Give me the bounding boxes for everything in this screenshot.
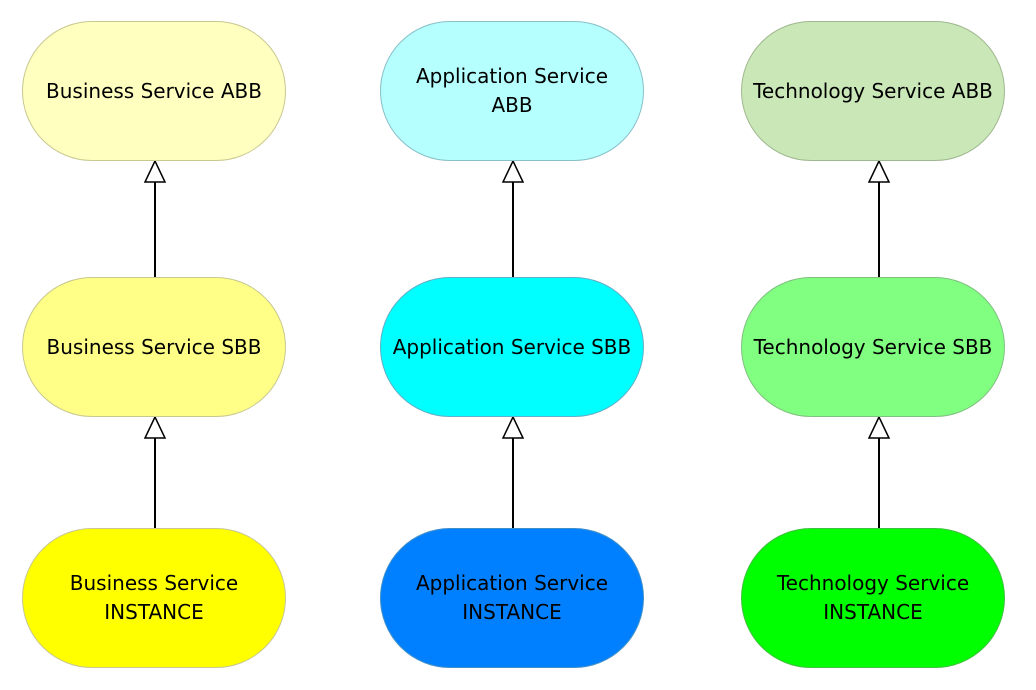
technology-service-abb-node[interactable]: Technology Service ABB bbox=[741, 21, 1005, 161]
node-label: Application Service ABB bbox=[415, 64, 609, 117]
node-label: Business Service SBB bbox=[46, 334, 262, 359]
business-service-abb-node[interactable]: Business Service ABB bbox=[22, 21, 286, 161]
realization-arrowhead bbox=[143, 415, 167, 439]
node-label: Technology Service ABB bbox=[753, 78, 993, 103]
realization-arrowhead bbox=[867, 159, 891, 183]
connector-application-instance-to-sbb[interactable] bbox=[501, 415, 525, 528]
node-label: Application Service SBB bbox=[392, 334, 632, 359]
node-label: Technology Service SBB bbox=[753, 334, 993, 359]
connector-business-instance-to-sbb[interactable] bbox=[143, 415, 167, 528]
connector-business-sbb-to-abb[interactable] bbox=[143, 159, 167, 277]
realization-arrowhead bbox=[501, 415, 525, 439]
node-label: Technology Service INSTANCE bbox=[776, 571, 970, 624]
business-service-sbb-node[interactable]: Business Service SBB bbox=[22, 277, 286, 417]
connector-technology-instance-to-sbb[interactable] bbox=[867, 415, 891, 528]
realization-arrowhead bbox=[501, 159, 525, 183]
connector-application-sbb-to-abb[interactable] bbox=[501, 159, 525, 277]
connector-technology-sbb-to-abb[interactable] bbox=[867, 159, 891, 277]
realization-arrowhead bbox=[867, 415, 891, 439]
business-service-instance-node[interactable]: Business Service INSTANCE bbox=[22, 528, 286, 668]
realization-arrowhead bbox=[143, 159, 167, 183]
application-service-sbb-node[interactable]: Application Service SBB bbox=[380, 277, 644, 417]
node-label: Application Service INSTANCE bbox=[415, 571, 609, 624]
technology-service-sbb-node[interactable]: Technology Service SBB bbox=[741, 277, 1005, 417]
technology-service-instance-node[interactable]: Technology Service INSTANCE bbox=[741, 528, 1005, 668]
node-label: Business Service ABB bbox=[46, 78, 262, 103]
application-service-abb-node[interactable]: Application Service ABB bbox=[380, 21, 644, 161]
node-label: Business Service INSTANCE bbox=[69, 571, 239, 624]
application-service-instance-node[interactable]: Application Service INSTANCE bbox=[380, 528, 644, 668]
